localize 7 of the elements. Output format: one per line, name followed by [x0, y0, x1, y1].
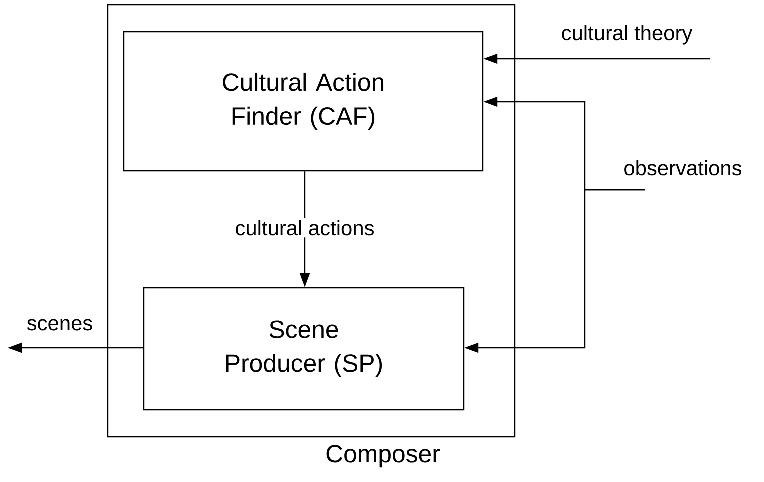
edge-label: scenes — [27, 319, 92, 331]
box-label: Scene Producer (SP) — [226, 320, 382, 378]
box-label: Cultural Action Finder (CAF) — [223, 72, 384, 130]
box-title: Composer — [326, 445, 440, 468]
edge-label: cultural actions — [233, 218, 377, 238]
edge-label: cultural theory — [562, 25, 693, 45]
edge-label: observations — [624, 160, 742, 176]
